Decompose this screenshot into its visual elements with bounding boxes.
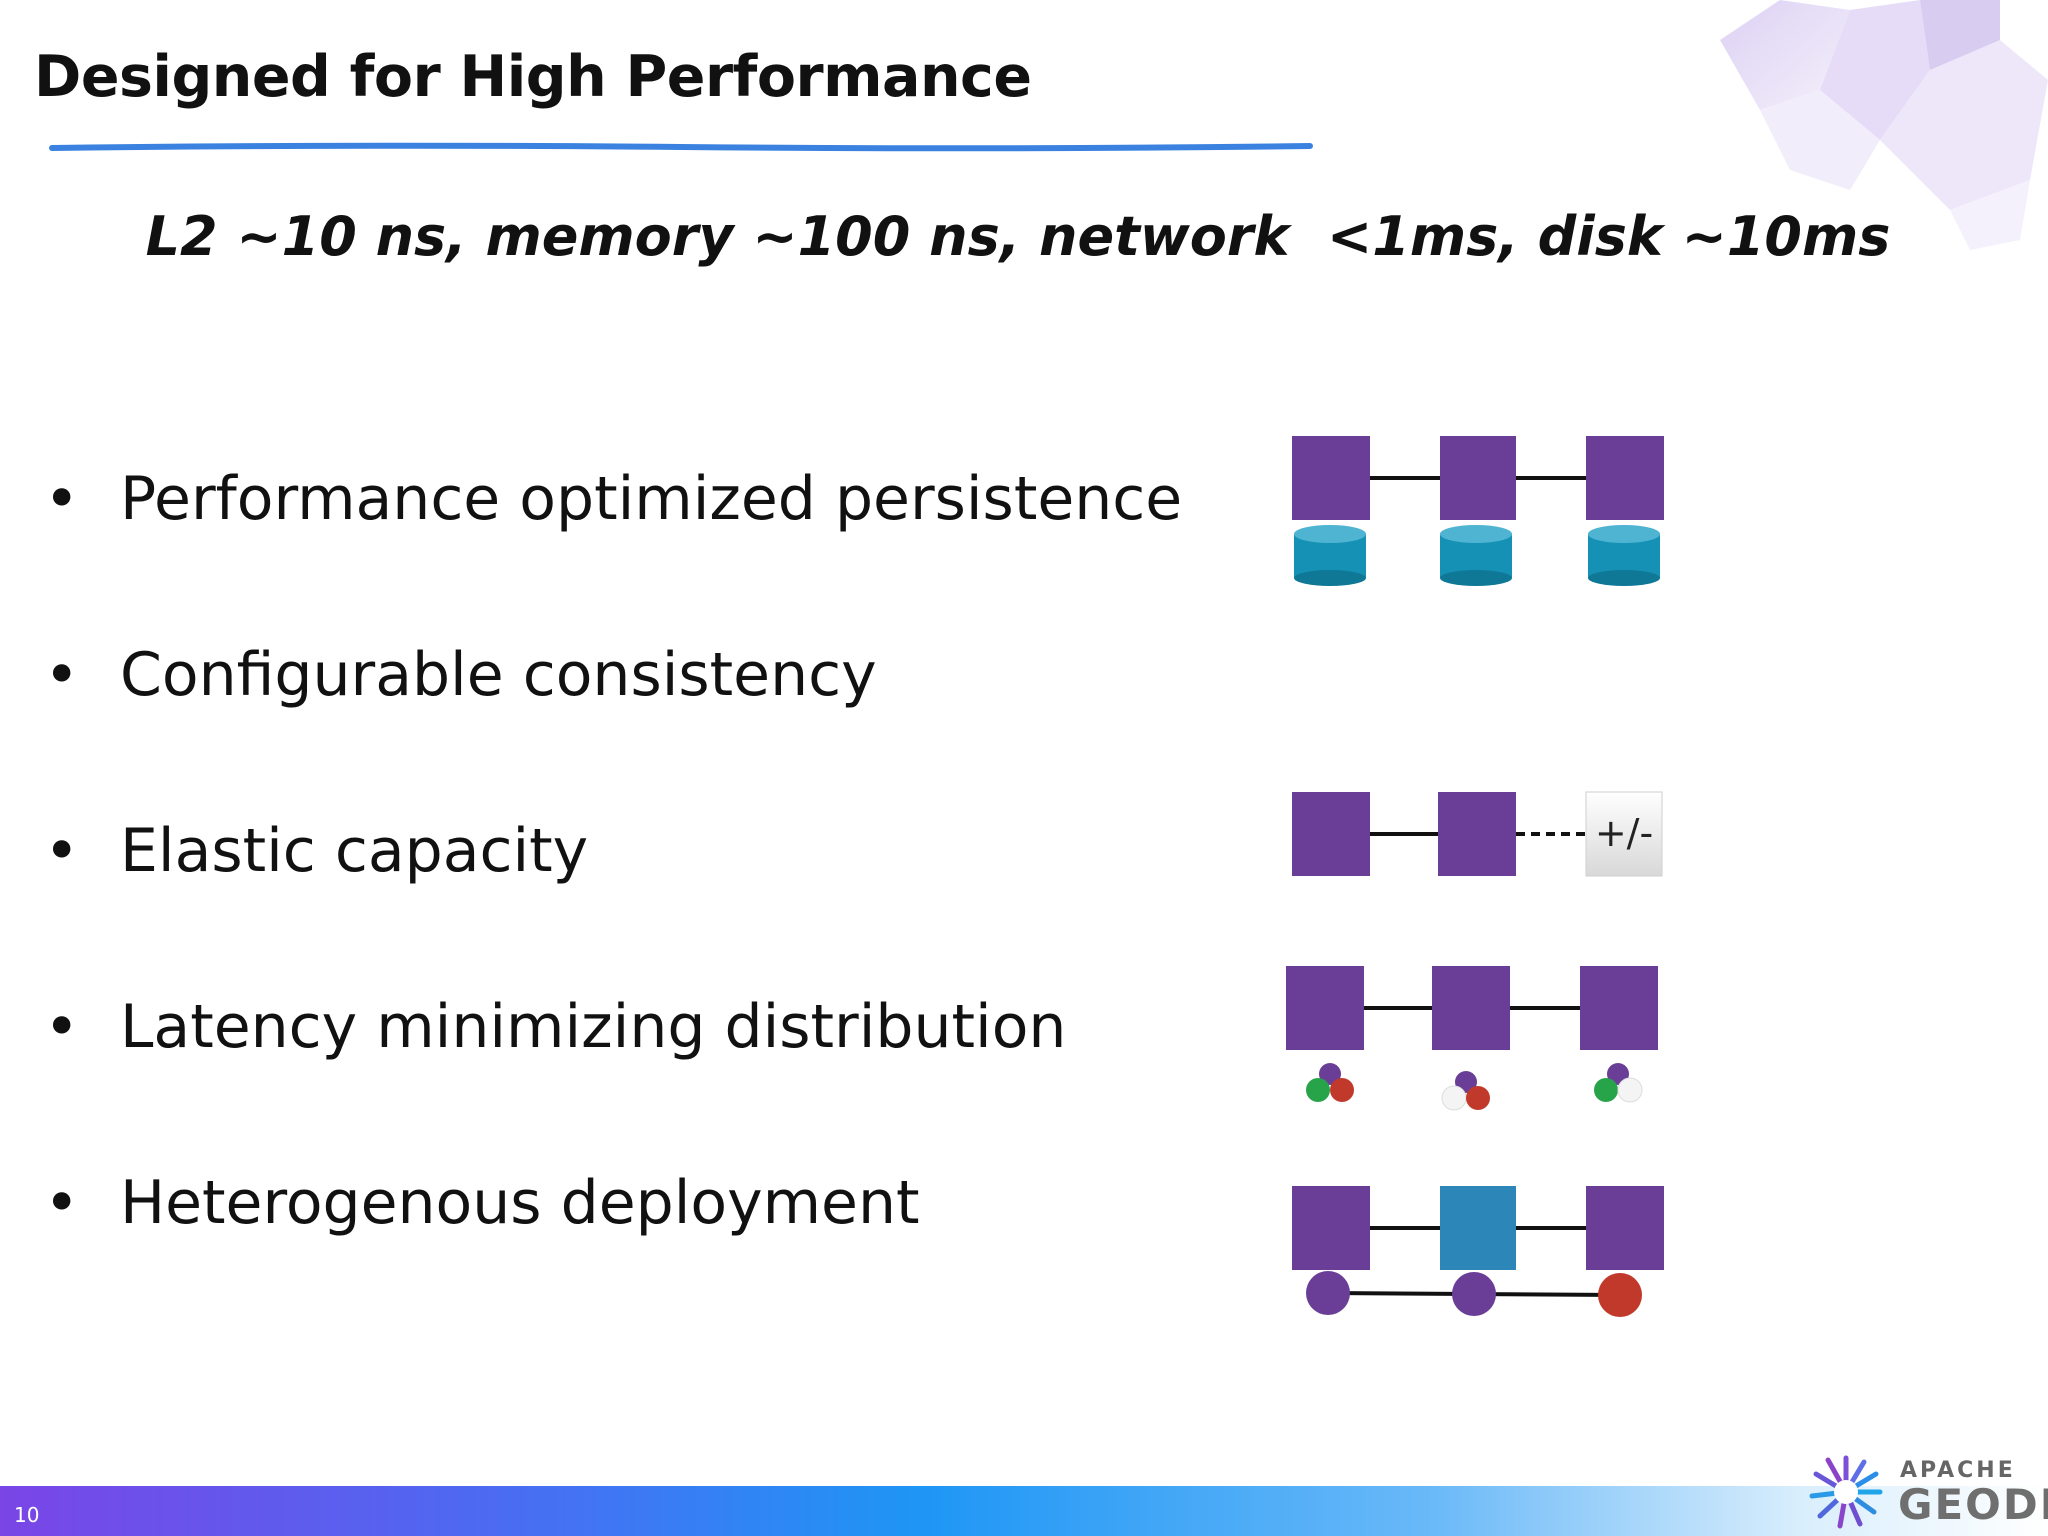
server-node-icon: [1286, 966, 1364, 1050]
apache-geode-logo: APACHE GEODE: [1806, 1448, 2048, 1536]
client-node: [1452, 1272, 1496, 1316]
slide-title: Designed for High Performance: [34, 44, 1032, 110]
bullet-marker: •: [44, 1168, 80, 1238]
bullet-marker: •: [44, 464, 80, 534]
server-node-icon: [1432, 966, 1510, 1050]
server-node-icon: [1440, 436, 1516, 520]
bullet-marker: •: [44, 640, 80, 710]
data-partition-cluster: [1594, 1063, 1643, 1103]
bullet-text: Latency minimizing distribution: [120, 992, 1067, 1062]
server-node-icon: [1292, 1186, 1370, 1270]
server-node-icon: [1292, 436, 1370, 520]
title-underline: [49, 142, 1313, 152]
bullet-marker: •: [44, 816, 80, 886]
server-node-icon: [1438, 792, 1516, 876]
data-partition-cluster: [1306, 1063, 1354, 1102]
footer-gradient-bar: [0, 1486, 2048, 1536]
database-icon: [1588, 525, 1660, 586]
placeholder-node: [1585, 791, 1663, 877]
server-node-icon: [1580, 966, 1658, 1050]
apache-geode-logo-icon: [1809, 1455, 1883, 1529]
bullet-marker: •: [44, 992, 80, 1062]
server-node-icon: [1586, 436, 1664, 520]
elastic-label: +/-: [1595, 811, 1653, 855]
distribution-diagram: [1286, 966, 1658, 1111]
bullet-text: Elastic capacity: [120, 816, 589, 886]
server-node-icon: [1292, 792, 1370, 876]
bullet-text: Performance optimized persistence: [120, 464, 1183, 534]
client-node: [1598, 1273, 1642, 1317]
logo-apache-text: APACHE: [1900, 1458, 2016, 1483]
data-partition-cluster: [1441, 1071, 1490, 1111]
database-icon: [1440, 525, 1512, 586]
slide-number: 10: [14, 1503, 40, 1527]
server-node-icon: [1440, 1186, 1516, 1270]
client-node: [1306, 1271, 1350, 1315]
database-icon: [1294, 525, 1366, 586]
logo-geode-text: GEODE: [1898, 1480, 2048, 1529]
bullet-text: Heterogenous deployment: [120, 1168, 920, 1238]
bullet-text: Configurable consistency: [120, 640, 877, 710]
persistence-diagram: [1292, 436, 1664, 586]
elastic-capacity-diagram: +/-: [1292, 791, 1663, 877]
server-node-icon: [1586, 1186, 1664, 1270]
latency-subtitle: L2 ~10 ns, memory ~100 ns, network <1ms,…: [145, 205, 1891, 268]
crystal-decoration: [1720, 0, 2048, 250]
heterogenous-diagram: [1292, 1186, 1664, 1317]
